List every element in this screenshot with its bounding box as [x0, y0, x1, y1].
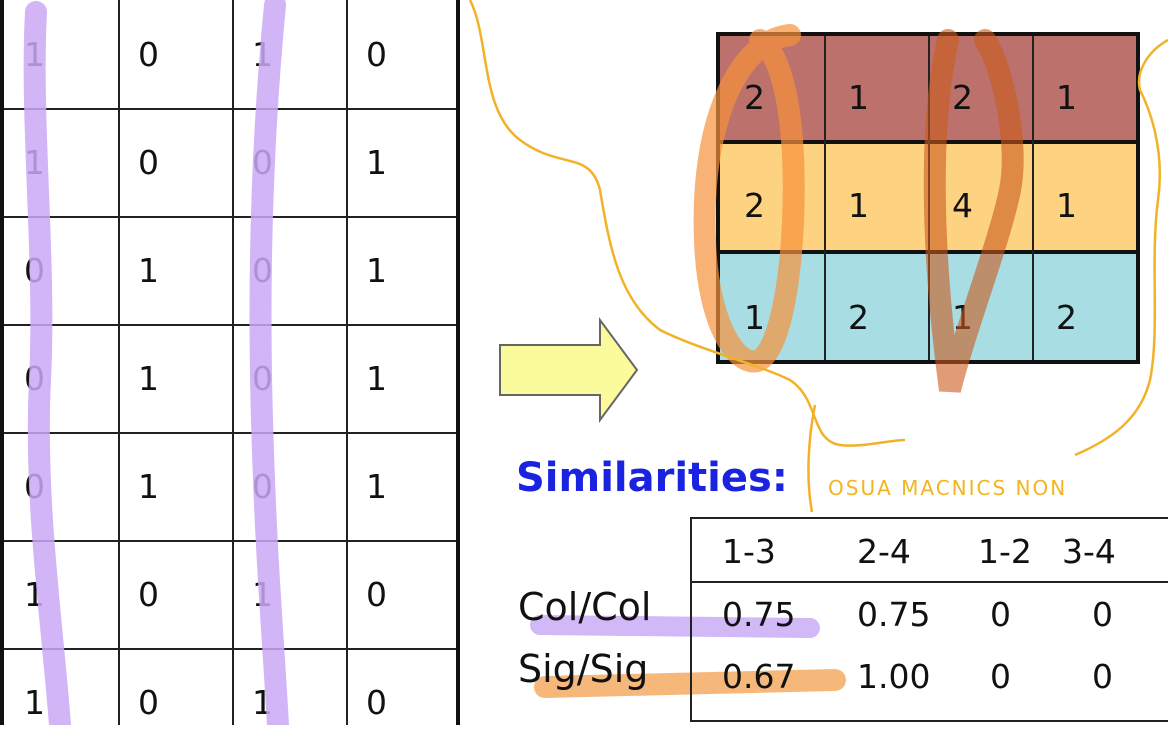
- signature-cell-r2-c3: 4: [952, 186, 973, 225]
- orange-loop-col3: [923, 29, 1024, 393]
- input-cell-r5-c4: 1: [366, 466, 387, 506]
- similarity-column-header: 1-2: [978, 532, 1032, 571]
- similarity-value: 0.75: [857, 595, 931, 634]
- input-cell-r3-c2: 1: [138, 250, 159, 290]
- similarity-value: 0: [990, 595, 1011, 634]
- input-cell-r1-c2: 0: [138, 34, 159, 74]
- annotation-layer: [23, 0, 289, 725]
- signature-cell-r3-c1: 1: [744, 298, 765, 337]
- signature-cell-r1-c2: 1: [848, 78, 869, 117]
- similarity-value: 0.67: [722, 657, 796, 696]
- similarity-value: 0: [990, 657, 1011, 696]
- signature-cell-r3-c4: 2: [1056, 298, 1077, 337]
- input-cell-r4-c4: 1: [366, 358, 387, 398]
- similarity-row-label: Sig/Sig: [518, 647, 649, 691]
- purple-highlight-col3: [249, 0, 289, 725]
- input-cell-r3-c4: 1: [366, 250, 387, 290]
- input-cell-r2-c2: 0: [138, 142, 159, 182]
- similarity-column-header: 2-4: [857, 532, 911, 571]
- signature-cell-r1-c3: 2: [952, 78, 973, 117]
- similarity-row-label: Col/Col: [518, 585, 652, 629]
- yellow-freehand-loop: [468, 0, 1168, 513]
- handwritten-note: OSUA MACNICS NON: [828, 476, 1068, 500]
- purple-highlight-col1: [23, 1, 71, 725]
- orange-loop-col1: [693, 24, 805, 373]
- similarity-column-header: 3-4: [1062, 532, 1116, 571]
- input-cell-r6-c2: 0: [138, 574, 159, 614]
- similarity-value: 0.75: [722, 595, 796, 634]
- input-cell-r2-c4: 1: [366, 142, 387, 182]
- similarity-table: [690, 517, 1168, 722]
- signature-cell-r1-c4: 1: [1056, 78, 1077, 117]
- input-cell-r7-c1: 1: [24, 682, 45, 722]
- similarity-value: 0: [1092, 595, 1113, 634]
- similarities-heading: Similarities:: [516, 455, 788, 501]
- signature-cell-r2-c2: 1: [848, 186, 869, 225]
- right-arrow-icon: [499, 316, 639, 424]
- similarity-column-header: 1-3: [722, 532, 776, 571]
- similarity-value: 0: [1092, 657, 1113, 696]
- signature-cell-r2-c4: 1: [1056, 186, 1077, 225]
- input-cell-r1-c4: 0: [366, 34, 387, 74]
- similarity-value: 1.00: [857, 657, 931, 696]
- input-cell-r6-c4: 0: [366, 574, 387, 614]
- input-cell-r7-c4: 0: [366, 682, 387, 722]
- signature-cell-r3-c2: 2: [848, 298, 869, 337]
- signature-cell-r1-c1: 2: [744, 78, 765, 117]
- input-cell-r7-c2: 0: [138, 682, 159, 722]
- purple-underline-colcol: [530, 615, 820, 638]
- input-cell-r5-c2: 1: [138, 466, 159, 506]
- input-cell-r4-c2: 1: [138, 358, 159, 398]
- signature-cell-r2-c1: 2: [744, 186, 765, 225]
